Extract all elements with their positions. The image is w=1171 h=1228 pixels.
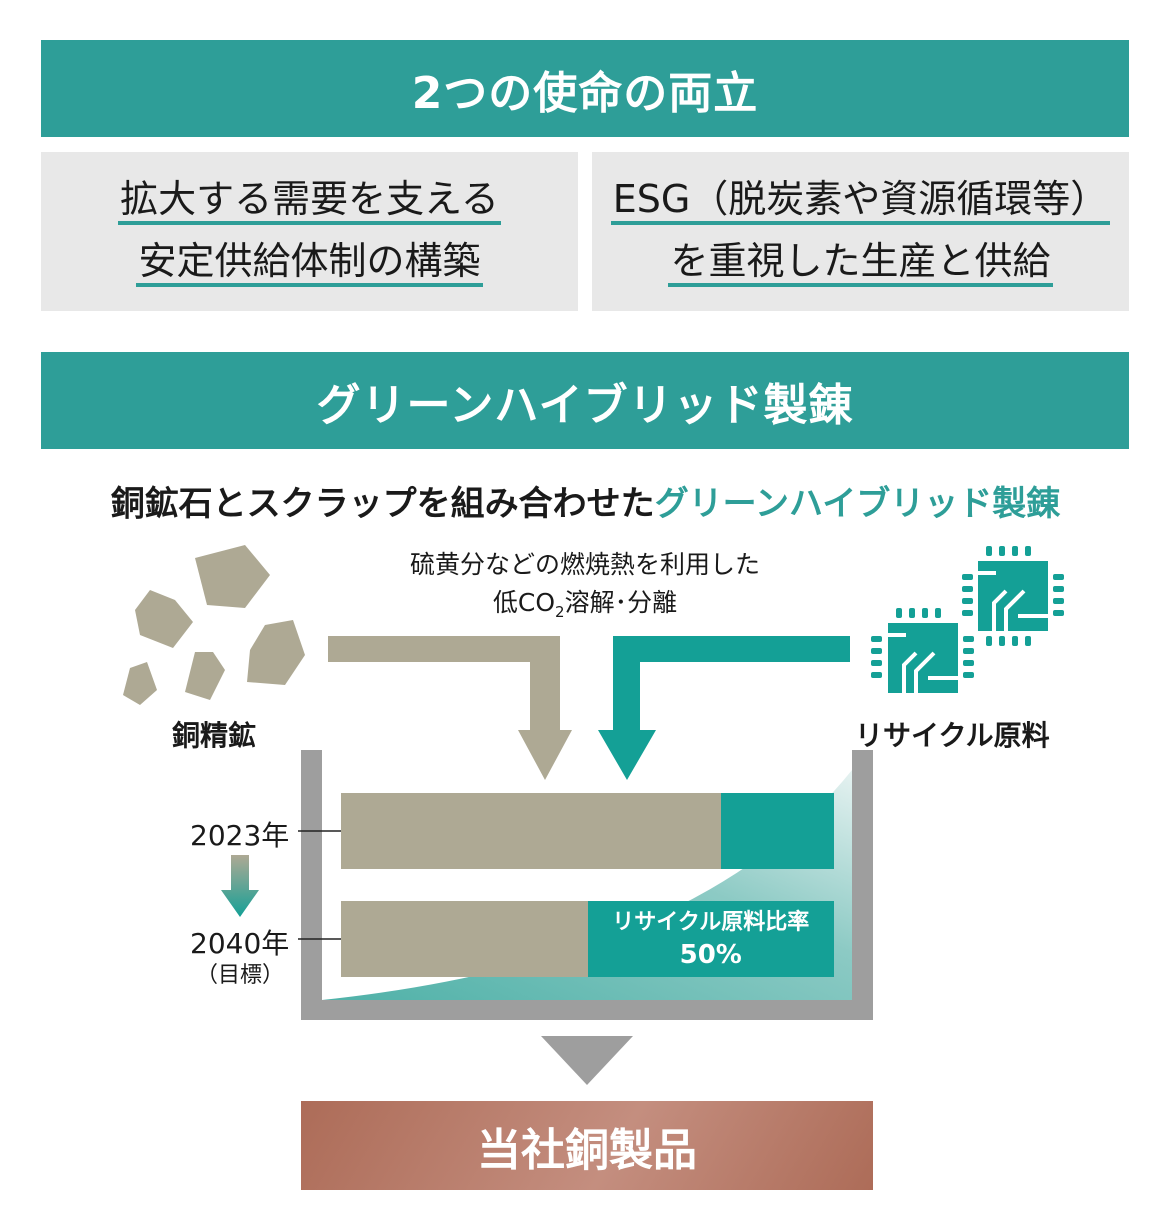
mission-left-line2: 安定供給体制の構築 xyxy=(136,239,483,287)
bar-recycle-segment: リサイクル原料比率 50% xyxy=(587,901,834,977)
caption-line2: 低CO2溶解･分離 xyxy=(385,584,785,631)
bar-recycle-segment xyxy=(720,793,834,869)
chip-icons xyxy=(871,546,1064,693)
banner-two-missions: 2つの使命の両立 xyxy=(41,40,1129,137)
subtitle-prefix: 銅鉱石とスクラップを組み合わせた xyxy=(110,484,655,524)
furnace-container xyxy=(301,750,873,1020)
recycle-arrow-icon xyxy=(598,636,850,780)
chip-icon xyxy=(871,546,1064,693)
copper-products-box: 当社銅製品 xyxy=(301,1101,873,1190)
recycle-ratio-value: 50% xyxy=(679,940,742,970)
recycle-material-label: リサイクル原料 xyxy=(855,719,1050,752)
ore-arrow-icon xyxy=(328,636,572,780)
output-arrow-icon xyxy=(541,1036,633,1085)
banner-green-hybrid: グリーンハイブリッド製錬 xyxy=(41,352,1129,449)
mission-right-line1: ESG（脱炭素や資源循環等） xyxy=(610,177,1111,225)
year-2023: 2023年 xyxy=(190,819,290,852)
banner-title: 2つの使命の両立 xyxy=(411,67,759,119)
bar-2040: リサイクル原料比率 50% xyxy=(341,901,834,977)
mission-right-line2: を重視した生産と供給 xyxy=(668,239,1053,287)
mission-left-line1: 拡大する需要を支える xyxy=(118,177,501,225)
target-label: （目標） xyxy=(196,963,285,988)
mission-right: ESG（脱炭素や資源循環等） を重視した生産と供給 xyxy=(592,152,1129,311)
bar-2023 xyxy=(341,793,834,869)
copper-concentrate-label: 銅精鉱 xyxy=(172,719,257,752)
mission-left: 拡大する需要を支える 安定供給体制の構築 xyxy=(41,152,578,311)
recycle-ratio-label: リサイクル原料比率 xyxy=(612,910,810,935)
caption-line1: 硫黄分などの燃焼熱を利用した xyxy=(409,550,760,579)
year-arrow-icon xyxy=(221,855,259,917)
caption-subscript: 2 xyxy=(555,603,565,621)
caption-rest: 溶解･分離 xyxy=(564,588,678,617)
bar-ore-segment xyxy=(341,901,588,977)
ore-rocks-icon xyxy=(123,545,305,705)
bar-ore-segment xyxy=(341,793,721,869)
year-2040: 2040年 xyxy=(190,927,290,960)
subtitle: 銅鉱石とスクラップを組み合わせたグリーンハイブリッド製錬 xyxy=(0,476,1171,525)
subtitle-highlight: グリーンハイブリッド製錬 xyxy=(654,484,1061,524)
caption-co: 低CO xyxy=(492,588,556,617)
process-caption: 硫黄分などの燃焼熱を利用した 低CO2溶解･分離 xyxy=(385,546,785,631)
output-label: 当社銅製品 xyxy=(477,1124,697,1176)
banner-title: グリーンハイブリッド製錬 xyxy=(316,379,854,431)
